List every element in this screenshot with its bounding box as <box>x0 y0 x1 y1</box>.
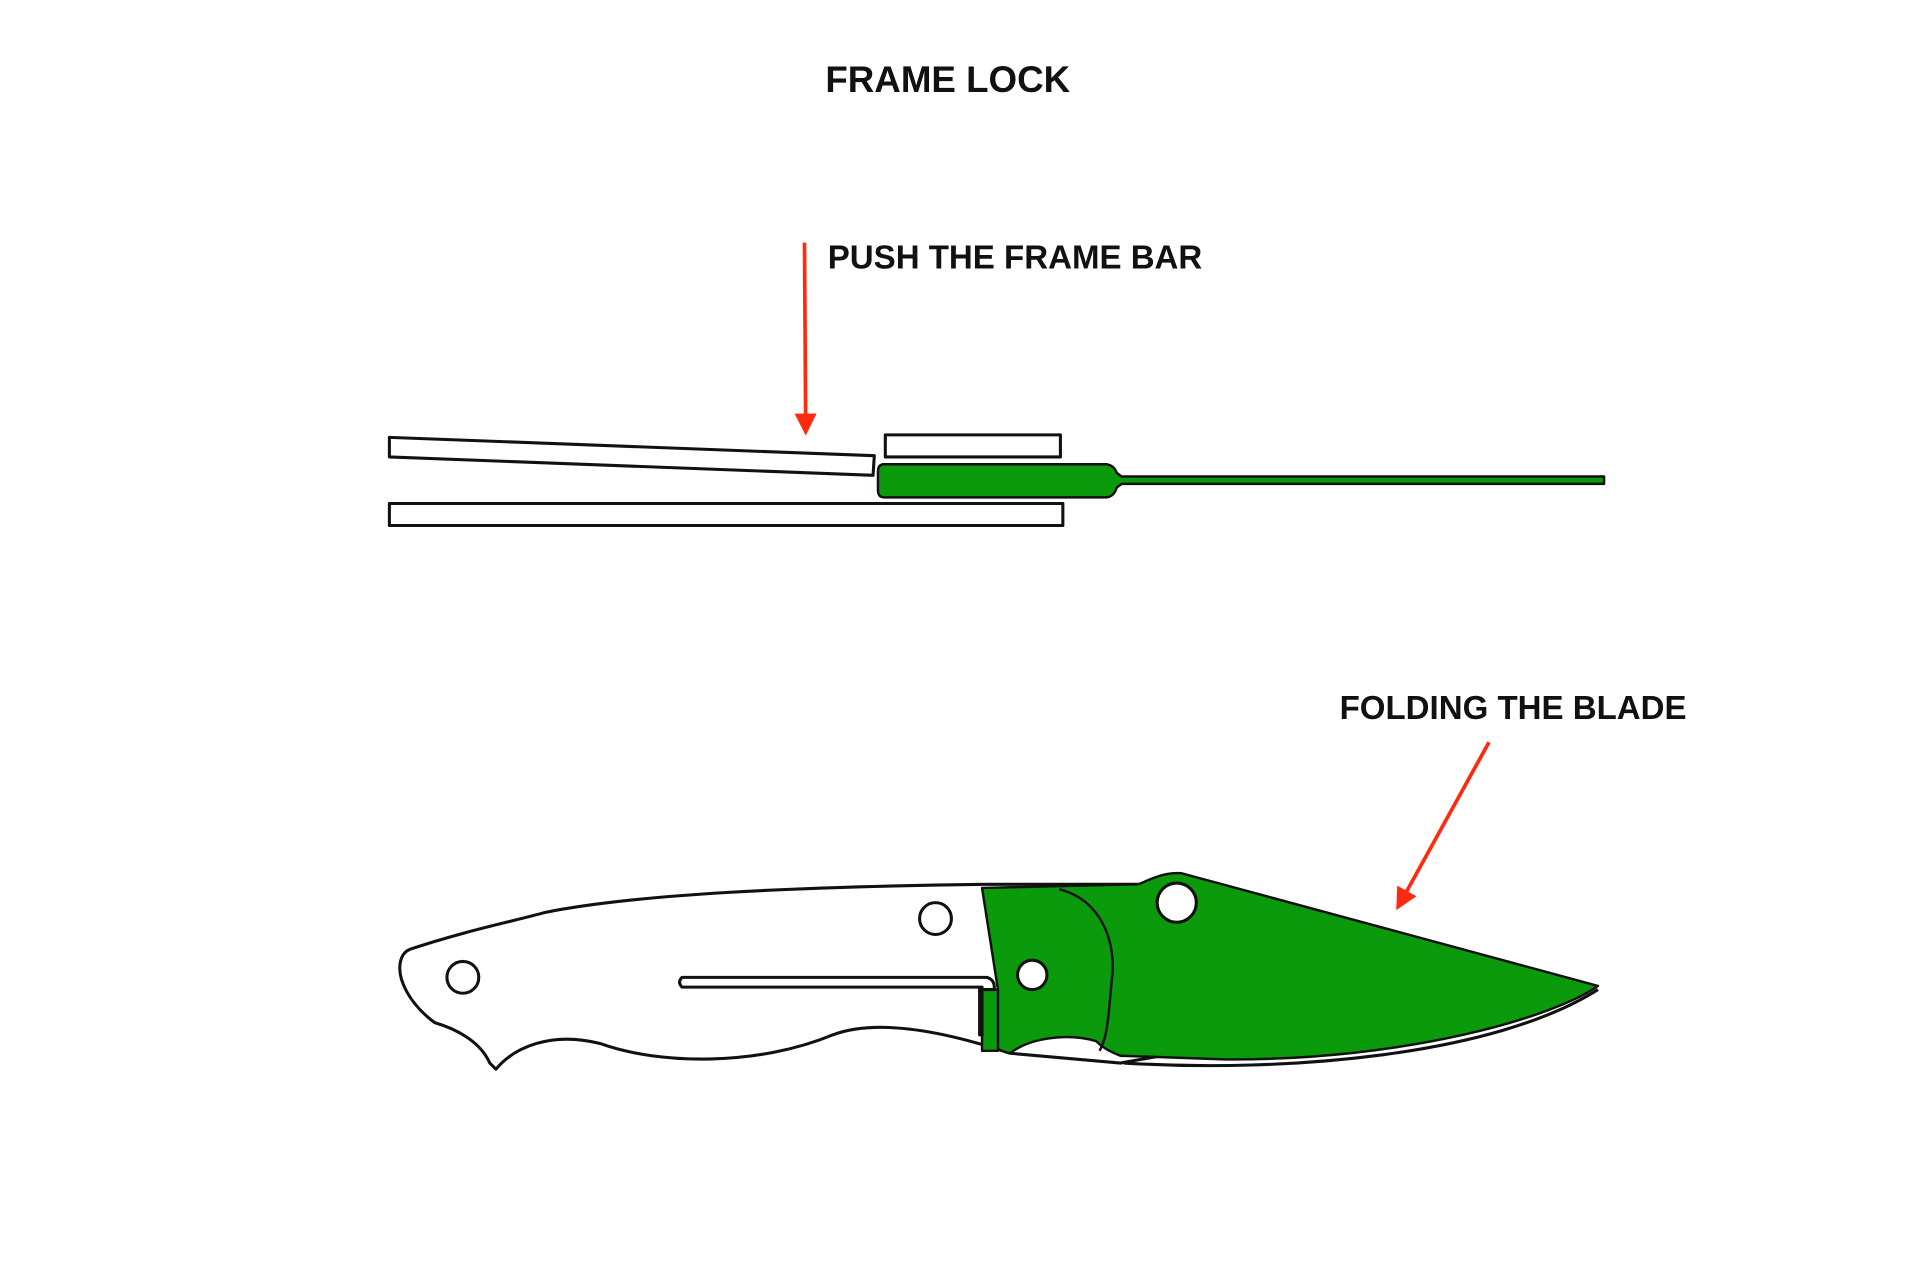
frame-lock-bar <box>980 988 1000 1053</box>
blade-top-view <box>876 463 1606 499</box>
push-arrow-icon <box>794 242 817 436</box>
side-view-knife: FOLDING THE BLADE <box>398 690 1687 1071</box>
frame-bar <box>387 435 876 477</box>
fold-arrow-icon <box>1396 741 1491 911</box>
stop-pin-hole <box>918 901 953 937</box>
lower-frame <box>387 501 1065 528</box>
knife-blade <box>980 871 1600 1061</box>
folding-blade-label: FOLDING THE BLADE <box>1340 690 1687 727</box>
lanyard-hole <box>445 959 481 995</box>
lock-slot <box>678 975 996 1037</box>
thumb-hole <box>1155 881 1198 924</box>
push-frame-bar-label: PUSH THE FRAME BAR <box>828 239 1203 276</box>
upper-scale <box>883 433 1062 459</box>
top-view: PUSH THE FRAME BAR <box>387 239 1606 528</box>
pivot-hole <box>1016 958 1049 992</box>
diagram-title: FRAME LOCK <box>825 59 1070 100</box>
